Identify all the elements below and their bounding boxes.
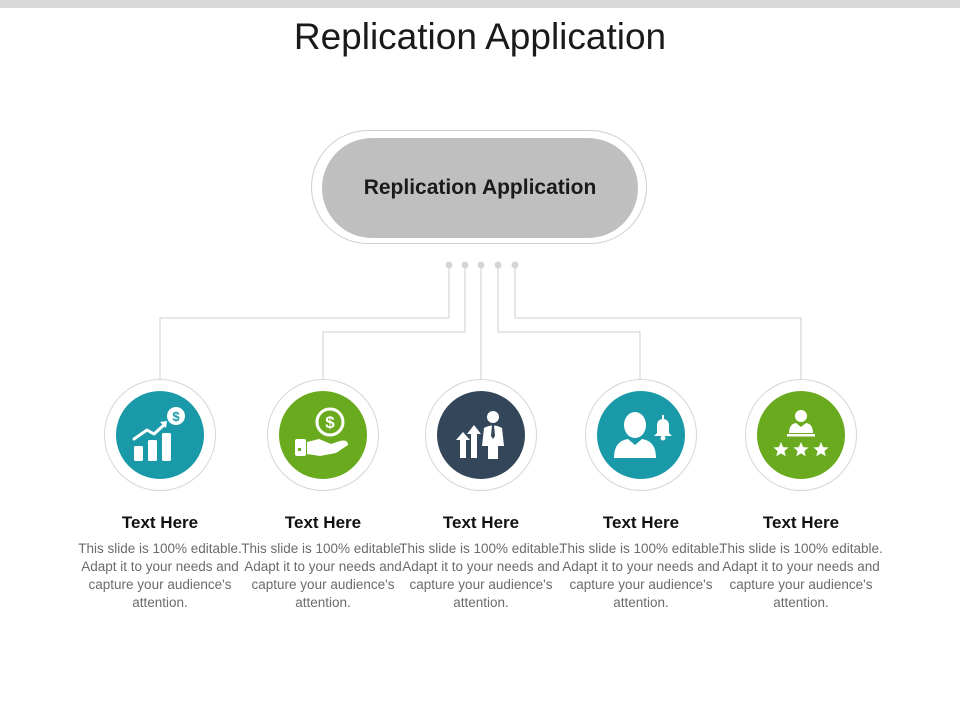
node-title: Text Here: [284, 513, 362, 532]
hand-dollar-icon: $: [295, 407, 348, 456]
node-circle: $: [279, 391, 367, 479]
node-description: This slide is 100% editable. Adapt it to…: [241, 541, 405, 610]
node-description: This slide is 100% editable. Adapt it to…: [78, 541, 242, 610]
node-title: Text Here: [602, 513, 680, 532]
node-description: This slide is 100% editable. Adapt it to…: [719, 541, 883, 610]
connector-dot-4: [494, 261, 502, 269]
connector-5: [514, 265, 802, 379]
node-circle: $: [116, 391, 204, 479]
center-pill-label: Replication Application: [363, 176, 597, 199]
svg-text:$: $: [325, 413, 335, 432]
person-stars-icon: [773, 410, 829, 457]
node-title: Text Here: [121, 513, 199, 532]
node-circle: [437, 391, 525, 479]
node-description: This slide is 100% editable. Adapt it to…: [399, 541, 563, 610]
connector-4: [497, 265, 641, 379]
connector-2: [322, 265, 466, 379]
connector-dot-3: [477, 261, 485, 269]
center-pill: Replication Application: [322, 138, 638, 238]
businessman-arrows-icon: [456, 411, 504, 459]
connector-1: [159, 265, 450, 379]
node-description: This slide is 100% editable. Adapt it to…: [559, 541, 723, 610]
svg-text:$: $: [172, 409, 180, 424]
node-title: Text Here: [442, 513, 520, 532]
node-circle: [597, 391, 685, 479]
connector-dot-2: [461, 261, 469, 269]
growth-chart-dollar-icon: $: [132, 407, 185, 461]
person-bell-icon: [614, 412, 672, 458]
connector-dot-5: [511, 261, 519, 269]
slide-title: Replication Application: [293, 16, 667, 57]
node-circle: [757, 391, 845, 479]
connector-dot-1: [445, 261, 453, 269]
top-bar: [0, 0, 960, 8]
node-title: Text Here: [762, 513, 840, 532]
